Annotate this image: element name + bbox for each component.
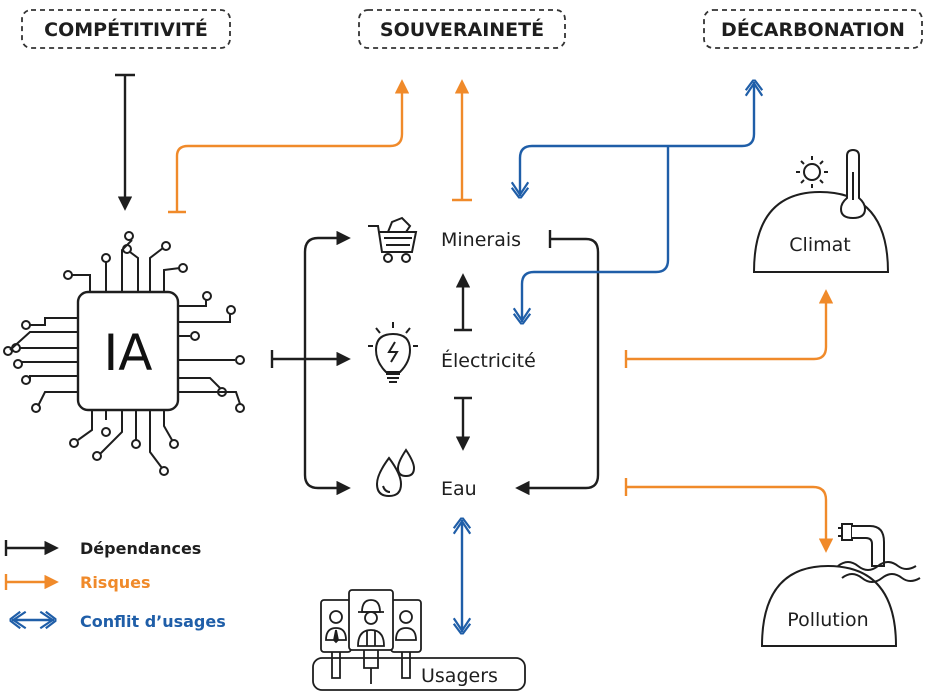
lightbulb-icon (368, 322, 418, 383)
climat-node: Climat (752, 148, 890, 273)
arrow-ia-electricite (270, 350, 348, 368)
mine-cart-icon (368, 216, 418, 263)
wave-icon (837, 561, 917, 571)
goal-souverainete-label: SOUVERAINETÉ (380, 18, 544, 41)
eau-label: Eau (441, 478, 477, 500)
arrow-electricite-climat (624, 292, 826, 368)
arrow-decarbonation-electricite (522, 146, 670, 322)
dependance-arrows (115, 73, 600, 496)
arrow-ia-souverainete (168, 82, 402, 214)
risque-arrows (168, 82, 826, 550)
minerais-label: Minerais (441, 229, 521, 251)
usagers-label: Usagers (421, 665, 498, 687)
pipe-icon (838, 523, 885, 567)
arrow-minerais-eau (303, 230, 351, 496)
arrow-eau-pollution (624, 478, 826, 550)
legend-risques-label: Risques (80, 573, 151, 592)
usagers-node: Usagers (312, 589, 526, 691)
users-icon (320, 589, 422, 684)
arrow-competitivite-ia (115, 73, 135, 208)
legend-dependances: Dépendances (4, 539, 201, 558)
goal-decarbonation-label: DÉCARBONATION (721, 18, 905, 41)
legend-conflit: Conflit d’usages (12, 612, 226, 631)
goal-souverainete: SOUVERAINETÉ (358, 9, 566, 49)
arrow-minerais-souverainete (452, 82, 472, 202)
ia-chip-icon (3, 231, 245, 476)
wave-icon-2 (841, 573, 921, 583)
pollution-label: Pollution (787, 609, 868, 631)
legend: Dépendances Risques Conflit d’usages (4, 539, 226, 631)
water-drops-icon (375, 448, 416, 498)
pollution-node: Pollution (760, 523, 921, 647)
arrow-electricite-eau (454, 396, 472, 448)
legend-conflit-label: Conflit d’usages (80, 612, 226, 631)
arrow-electricite-minerais (454, 276, 472, 332)
conflit-arrows (462, 82, 754, 632)
legend-dependances-label: Dépendances (80, 539, 201, 558)
climat-label: Climat (789, 234, 850, 256)
arrow-minerais-eau-right (518, 230, 600, 488)
goal-competitivite: COMPÉTITIVITÉ (21, 9, 231, 49)
ia-label: IA (104, 324, 153, 382)
goal-competitivite-label: COMPÉTITIVITÉ (44, 18, 208, 41)
arrow-minerais-decarbonation (520, 82, 754, 196)
legend-risques: Risques (4, 573, 151, 592)
goal-decarbonation: DÉCARBONATION (703, 9, 923, 49)
thermometer-icon (839, 148, 867, 220)
sun-icon (796, 156, 828, 188)
electricite-label: Électricité (441, 349, 536, 372)
